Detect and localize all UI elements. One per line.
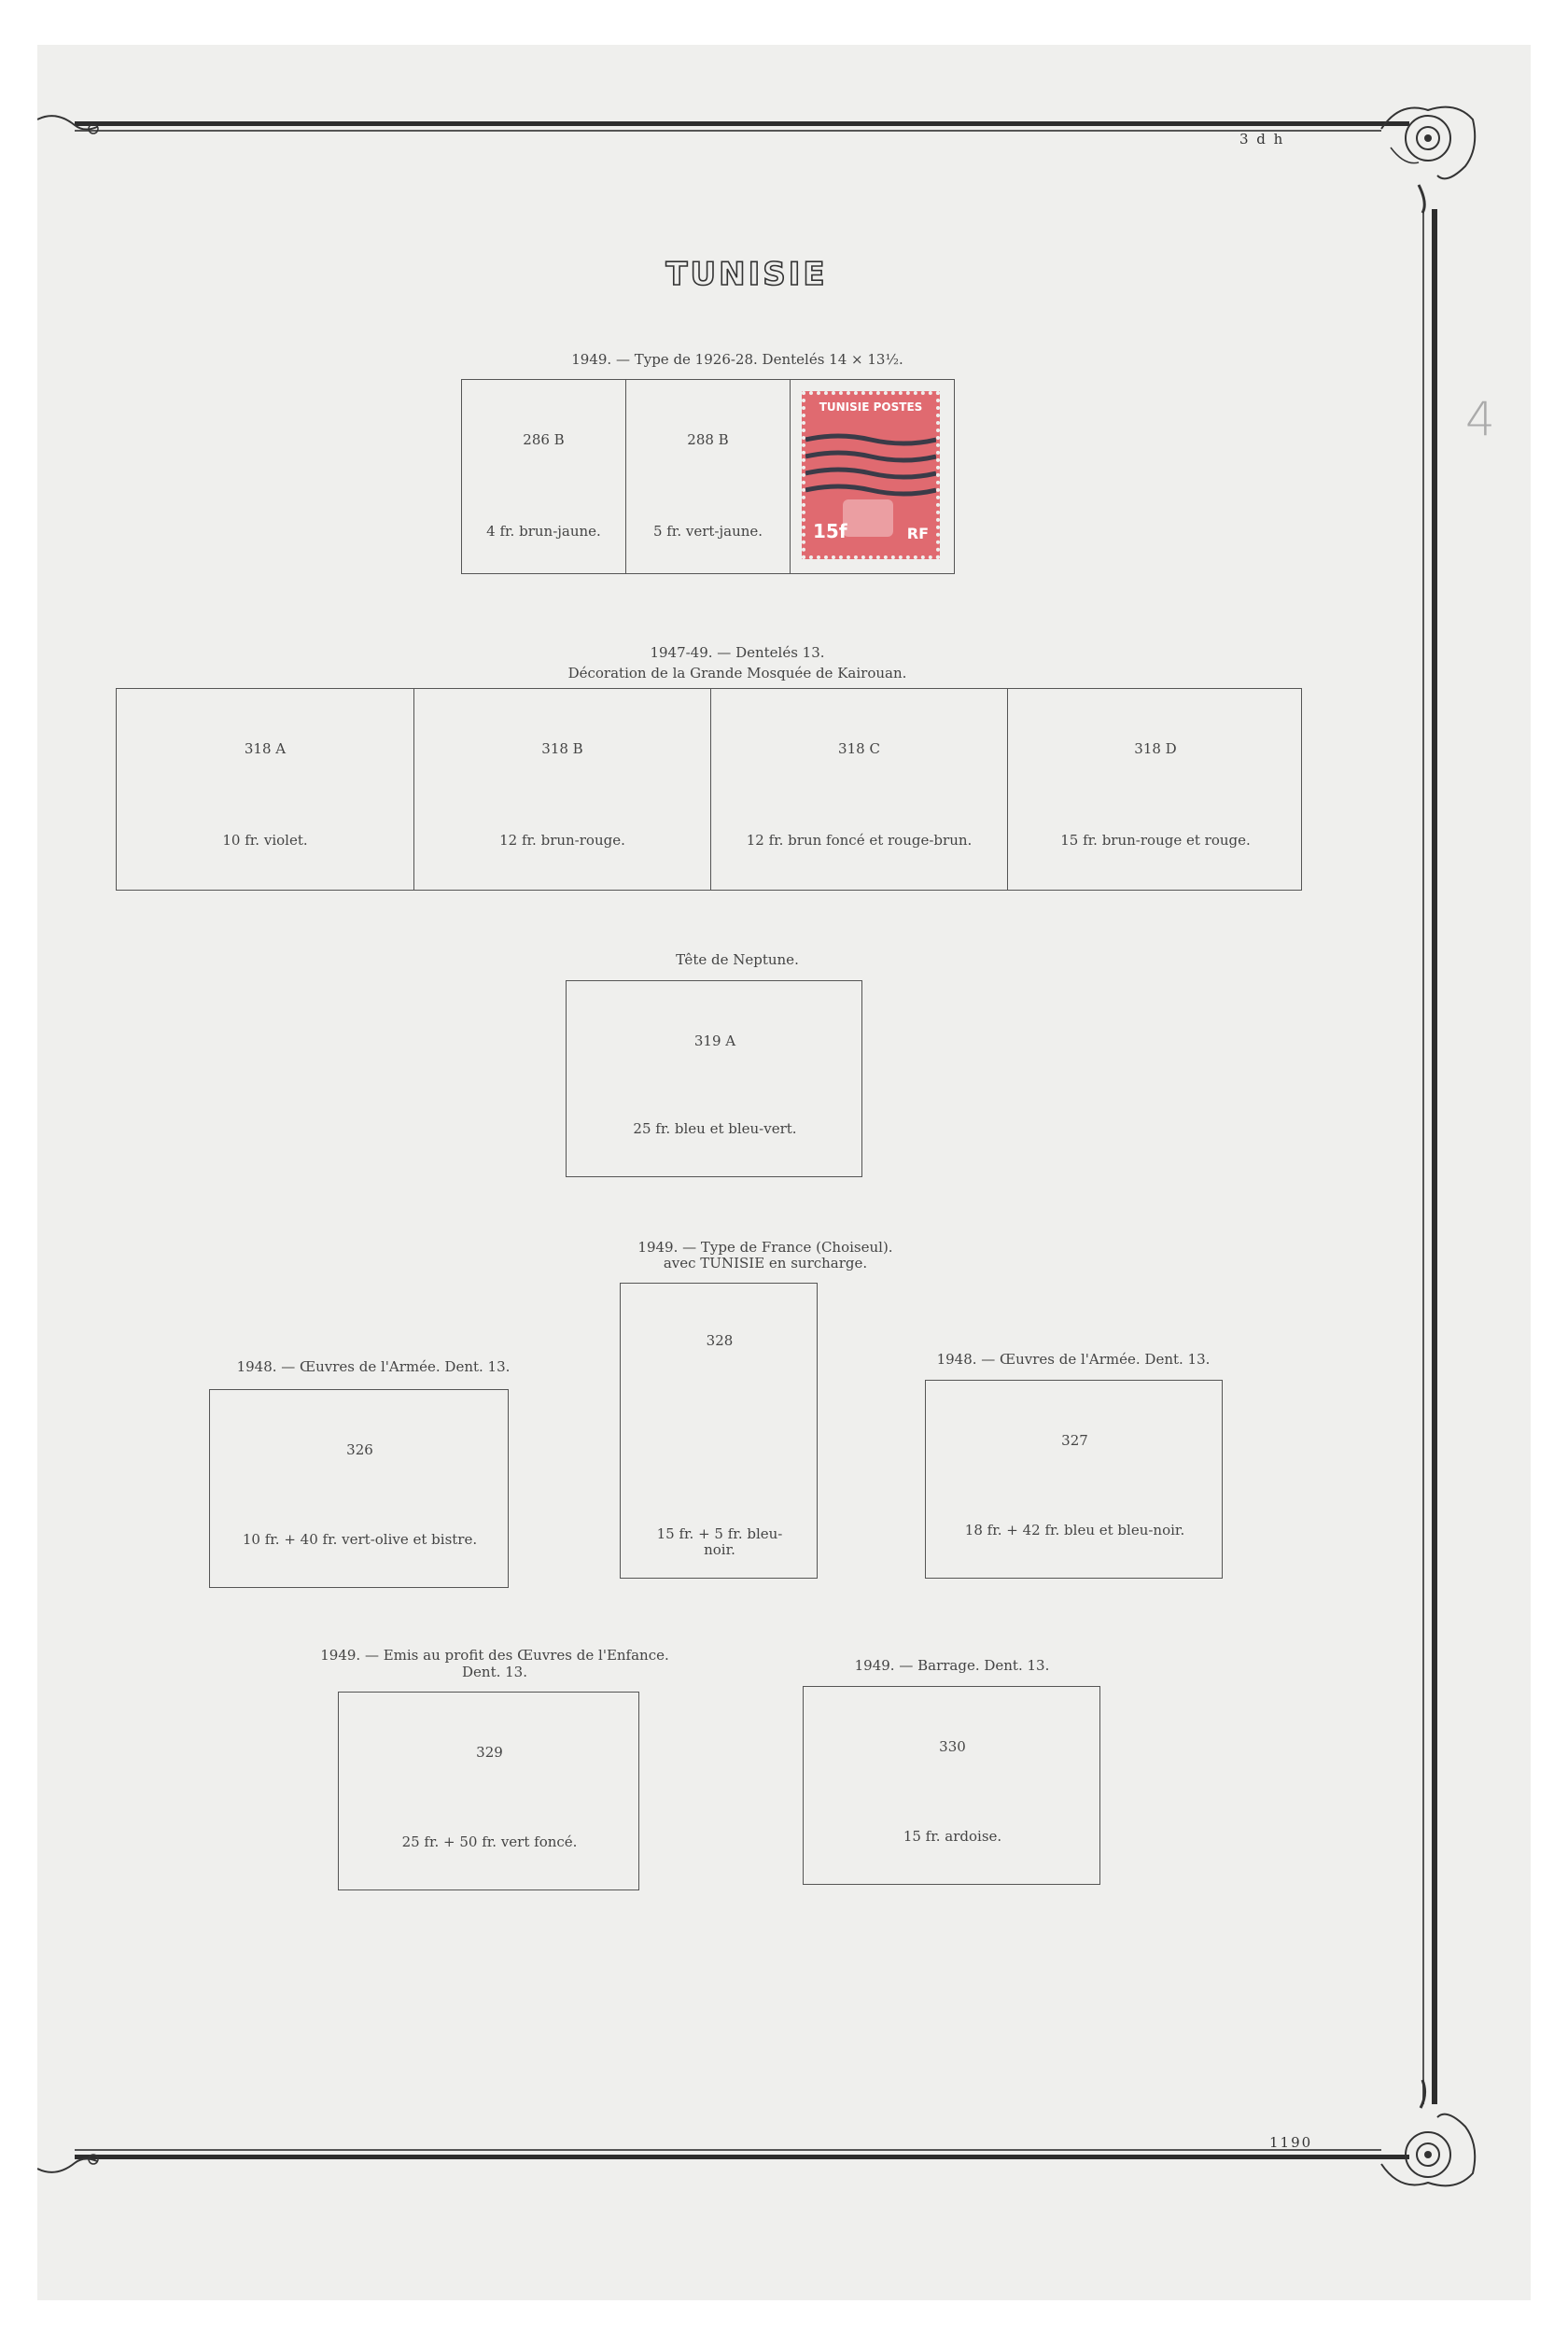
stamp-description: 25 fr. bleu et bleu-vert. xyxy=(633,1120,797,1137)
album-page: 3 d h 1190 4 TUNISIE 1949. — Type de 192… xyxy=(37,45,1531,2300)
catalog-number: 318 C xyxy=(838,740,880,757)
page-number: 1190 xyxy=(1269,2134,1313,2151)
stamp-space[interactable]: 326 10 fr. + 40 fr. vert-olive et bistre. xyxy=(210,1390,510,1587)
stamp-space[interactable]: 329 25 fr. + 50 fr. vert foncé. xyxy=(339,1693,640,1889)
caption-line: 1947-49. — Dentelés 13. xyxy=(650,644,825,661)
catalog-number: 318 A xyxy=(244,740,287,757)
caption-line: Décoration de la Grande Mosquée de Kairo… xyxy=(567,665,907,681)
group-caption: 1949. — Type de 1926-28. Dentelés 14 × 1… xyxy=(317,350,1157,369)
frame-right-thin-rule xyxy=(1422,209,1424,2104)
stamp-space[interactable]: TUNISIE POSTES 15f RF xyxy=(791,380,956,573)
group-caption: 1948. — Œuvres de l'Armée. Dent. 13. xyxy=(896,1350,1251,1369)
stamp-space[interactable]: 327 18 fr. + 42 fr. bleu et bleu-noir. xyxy=(926,1381,1224,1578)
group-caption: Tête de Neptune. xyxy=(504,950,971,969)
stamp-description: 12 fr. brun-rouge. xyxy=(499,832,625,849)
ornament-bottom-left-icon xyxy=(37,2154,99,2173)
cancel-lines-icon xyxy=(805,433,936,497)
stamp-space[interactable]: 318 C 12 fr. brun foncé et rouge-brun. xyxy=(711,689,1008,890)
stamp-space[interactable]: 318 D 15 fr. brun-rouge et rouge. xyxy=(1008,689,1303,890)
frame-right-rule xyxy=(1432,209,1437,2104)
stamp-frame: 286 B 4 fr. brun-jaune. 288 B 5 fr. vert-ja… xyxy=(461,379,955,574)
stamp-frame: 328 15 fr. + 5 fr. bleu- noir. xyxy=(620,1283,818,1579)
caption-line: 1949. — Type de France (Choiseul). xyxy=(637,1239,893,1256)
catalog-number: 286 B xyxy=(523,431,565,448)
stamp-frame: 326 10 fr. + 40 fr. vert-olive et bistre. xyxy=(209,1389,509,1588)
group-caption: 1949. — Emis au profit des Œuvres de l'E… xyxy=(271,1647,719,1680)
catalog-number: 328 xyxy=(706,1332,734,1349)
stamp-description: 15 fr. + 5 fr. bleu- noir. xyxy=(656,1525,783,1558)
stamp-space[interactable]: 318 A 10 fr. violet. xyxy=(117,689,414,890)
stamp-space[interactable]: 286 B 4 fr. brun-jaune. xyxy=(462,380,626,573)
stamp-space[interactable]: 318 B 12 fr. brun-rouge. xyxy=(414,689,711,890)
page-title: TUNISIE xyxy=(665,255,828,294)
group-caption: 1949. — Barrage. Dent. 13. xyxy=(803,1656,1101,1675)
stamp-side-text: RF xyxy=(906,525,929,542)
caption-line: Dent. 13. xyxy=(462,1664,527,1680)
stamp-description: 10 fr. + 40 fr. vert-olive et bistre. xyxy=(242,1531,478,1548)
stamp-frame: 319 A 25 fr. bleu et bleu-vert. xyxy=(566,980,862,1177)
stamp-space[interactable]: 330 15 fr. ardoise. xyxy=(804,1687,1101,1884)
catalog-number: 330 xyxy=(939,1738,966,1755)
stamp-country: TUNISIE POSTES xyxy=(819,400,923,414)
frame-bottom-thin-rule xyxy=(75,2149,1381,2151)
catalog-number: 327 xyxy=(1061,1432,1088,1449)
stamp-frame: 329 25 fr. + 50 fr. vert foncé. xyxy=(338,1692,639,1890)
stamp-description: 15 fr. brun-rouge et rouge. xyxy=(1060,832,1251,849)
stamp-description: 12 fr. brun foncé et rouge-brun. xyxy=(746,832,973,849)
catalog-number: 329 xyxy=(476,1744,503,1761)
catalog-number: 319 A xyxy=(693,1033,736,1049)
stamp-description: 18 fr. + 42 fr. bleu et bleu-noir. xyxy=(964,1522,1185,1538)
stamp-image[interactable]: TUNISIE POSTES 15f RF xyxy=(802,391,940,559)
stamp-description: 25 fr. + 50 fr. vert foncé. xyxy=(401,1833,578,1850)
stamp-description: 5 fr. vert-jaune. xyxy=(652,523,763,540)
stamp-space[interactable]: 328 15 fr. + 5 fr. bleu- noir. xyxy=(621,1284,819,1578)
ornament-top-left-icon xyxy=(37,115,99,134)
stamp-description: 15 fr. ardoise. xyxy=(903,1828,1002,1845)
stamp-space[interactable]: 319 A 25 fr. bleu et bleu-vert. xyxy=(567,981,863,1176)
group-caption: 1949. — Type de France (Choiseul).avec T… xyxy=(485,1240,1045,1271)
stamp-description: 4 fr. brun-jaune. xyxy=(486,523,601,540)
caption-line: 1948. — Œuvres de l'Armée. Dent. 13. xyxy=(936,1351,1211,1368)
catalog-number: 326 xyxy=(346,1441,373,1458)
ornament-top-right-icon xyxy=(1380,105,1477,214)
catalog-number: 318 B xyxy=(541,740,583,757)
caption-line: 1948. — Œuvres de l'Armée. Dent. 13. xyxy=(236,1358,511,1375)
stamp-value: 15f xyxy=(813,520,847,542)
stamp-frame: 327 18 fr. + 42 fr. bleu et bleu-noir. xyxy=(925,1380,1223,1579)
page-code: 3 d h xyxy=(1239,131,1285,148)
caption-line: avec TUNISIE en surcharge. xyxy=(663,1255,868,1271)
caption-line: Tête de Neptune. xyxy=(676,951,799,968)
caption-line: 1949. — Emis au profit des Œuvres de l'E… xyxy=(320,1647,669,1664)
frame-top-rule xyxy=(75,121,1409,126)
stamp-frame: 318 A 10 fr. violet. 318 B 12 fr. brun-roug… xyxy=(116,688,1302,891)
stamp-figure xyxy=(843,499,893,537)
catalog-number: 288 B xyxy=(687,431,729,448)
catalog-number: 318 D xyxy=(1134,740,1177,757)
group-caption: 1948. — Œuvres de l'Armée. Dent. 13. xyxy=(187,1357,560,1376)
stamp-description: 10 fr. violet. xyxy=(222,832,308,849)
caption-line: 1949. — Barrage. Dent. 13. xyxy=(854,1657,1050,1674)
caption-line: 1949. — Type de 1926-28. Dentelés 14 × 1… xyxy=(571,351,903,368)
group-caption: 1947-49. — Dentelés 13. Décoration de la … xyxy=(317,642,1157,683)
frame-bottom-rule xyxy=(75,2155,1409,2159)
stamp-space[interactable]: 288 B 5 fr. vert-jaune. xyxy=(626,380,791,573)
frame-top-thin-rule xyxy=(75,130,1381,132)
stamp-frame: 330 15 fr. ardoise. xyxy=(803,1686,1100,1885)
pencil-mark: 4 xyxy=(1465,392,1495,446)
ornament-bottom-right-icon xyxy=(1380,2079,1477,2187)
